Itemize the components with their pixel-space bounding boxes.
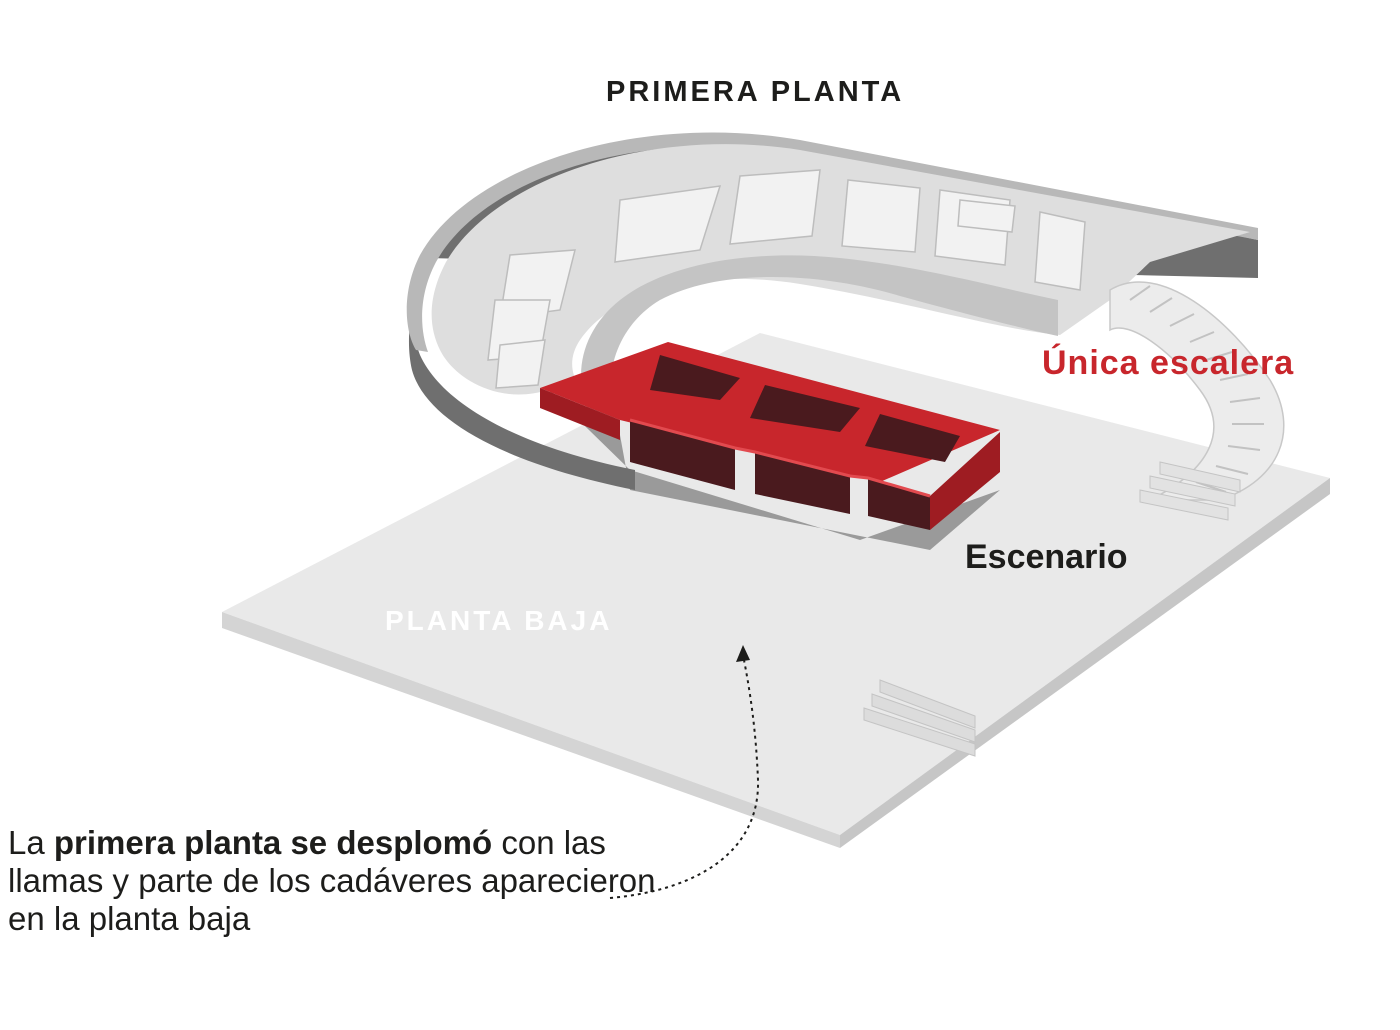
stage-boxes-highlight bbox=[540, 342, 1000, 530]
caption-text-start: La bbox=[8, 824, 54, 861]
ground-floor-slab bbox=[222, 333, 1330, 848]
staircase bbox=[1109, 281, 1285, 521]
stage-label: Escenario bbox=[965, 538, 1128, 576]
dotted-arrow bbox=[609, 645, 760, 899]
box-partitions bbox=[487, 169, 1086, 389]
arrow-head-icon bbox=[736, 645, 750, 662]
caption-text-end: con las llamas y parte de los cadáveres … bbox=[8, 824, 656, 937]
first-floor-label: PRIMERA PLANTA bbox=[606, 76, 905, 108]
only-staircase-label: Única escalera bbox=[1042, 344, 1295, 382]
caption-text-bold: primera planta se desplomó bbox=[53, 824, 493, 861]
ground-floor-label: PLANTA BAJA bbox=[385, 605, 613, 636]
caption-annotation: La primera planta se desplomó con las ll… bbox=[8, 824, 668, 938]
stage-pit-shadow bbox=[548, 390, 1000, 550]
front-steps bbox=[863, 679, 976, 757]
